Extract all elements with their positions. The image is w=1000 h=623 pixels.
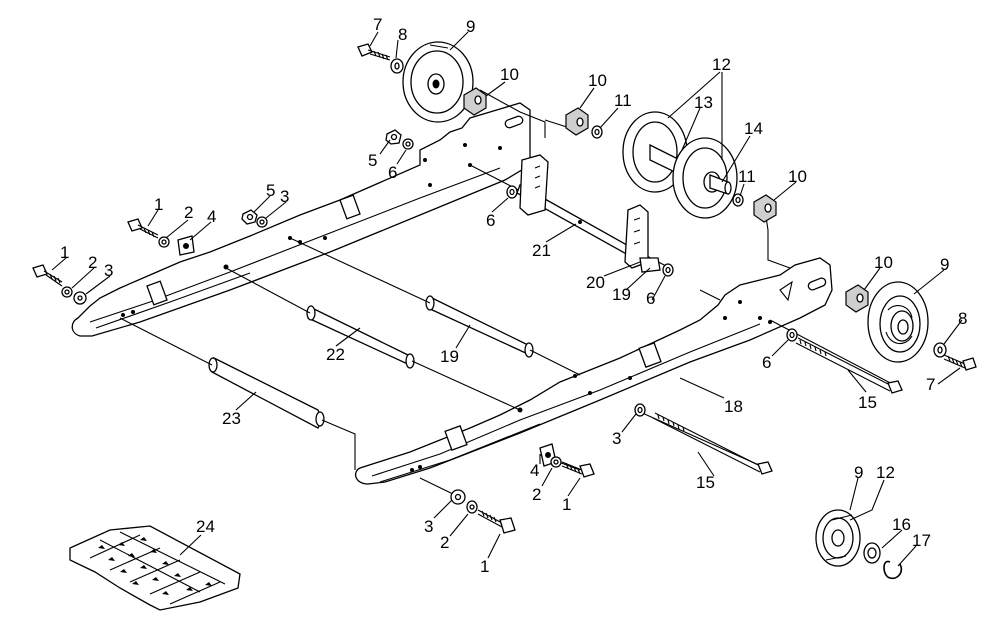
washer-11-a [591, 125, 603, 139]
bearing-16 [863, 542, 881, 564]
callout-3: 3 [424, 517, 433, 536]
callout-15: 15 [858, 393, 877, 412]
callout-1: 1 [154, 195, 163, 214]
callout-20: 20 [586, 273, 605, 292]
washer-6-upper [402, 138, 414, 150]
spacer-block-10-c [753, 194, 777, 223]
washer-3-mid [256, 216, 268, 228]
slider-plate-24 [69, 525, 241, 611]
washer-6-lower [786, 328, 798, 342]
callout-6: 6 [646, 289, 655, 308]
callout-4: 4 [207, 207, 216, 226]
spacer-block-10-a [463, 87, 487, 116]
callout-1: 1 [562, 495, 571, 514]
nut-5-mid [241, 209, 258, 225]
bolt-1-d [477, 509, 516, 534]
callout-3: 3 [280, 187, 289, 206]
washer-3-d [450, 489, 466, 505]
callout-19: 19 [612, 285, 631, 304]
bolt-7-lower [943, 354, 977, 371]
washer-11-b [732, 193, 744, 207]
callout-6: 6 [486, 211, 495, 230]
callout-5: 5 [266, 181, 275, 200]
callout-8: 8 [398, 25, 407, 44]
callout-2: 2 [440, 533, 449, 552]
washer-3-b [73, 291, 87, 305]
rear-idler-wheel [867, 281, 929, 363]
callout-5: 5 [368, 151, 377, 170]
long-bolt-15-upper [795, 337, 903, 394]
callout-10: 10 [500, 65, 519, 84]
leader-lines [51, 31, 963, 567]
long-bolt-15-lower [652, 412, 773, 475]
center-shaft-21 [516, 154, 661, 273]
callout-labels: 7 8 9 10 10 11 12 13 14 5 6 11 10 1 2 4 … [60, 15, 967, 576]
spacer-block-10-b [565, 107, 589, 136]
bolt-1-c [561, 461, 595, 478]
washer-6-mid [506, 185, 518, 199]
callout-11: 11 [614, 91, 632, 110]
bracket-4-a [177, 235, 195, 256]
left-rail [71, 102, 531, 337]
callout-10: 10 [788, 167, 807, 186]
callout-2: 2 [88, 253, 97, 272]
callout-1: 1 [480, 557, 489, 576]
callout-1: 1 [60, 243, 69, 262]
snap-ring-17 [883, 560, 903, 580]
callout-23: 23 [222, 409, 241, 428]
callout-3: 3 [104, 261, 113, 280]
dual-wheel-assembly [622, 111, 738, 219]
callout-21: 21 [532, 241, 551, 260]
bolt-1-a [127, 218, 159, 239]
callout-9: 9 [854, 463, 863, 482]
washer-3-c [634, 403, 646, 417]
callout-4: 4 [530, 461, 539, 480]
upper-idler-wheel [402, 41, 474, 123]
callout-10: 10 [588, 71, 607, 90]
callout-13: 13 [694, 93, 713, 112]
callout-3: 3 [612, 429, 621, 448]
callout-6: 6 [762, 353, 771, 372]
callout-2: 2 [184, 203, 193, 222]
right-rail [354, 257, 833, 485]
callout-2: 2 [532, 485, 541, 504]
washer-8-lower [933, 342, 947, 358]
cross-shaft-23 [208, 357, 325, 429]
cross-shaft-22 [306, 305, 415, 369]
callout-7: 7 [926, 375, 935, 394]
callout-12: 12 [876, 463, 895, 482]
callout-16: 16 [892, 515, 911, 534]
callout-6: 6 [388, 163, 397, 182]
callout-18: 18 [724, 397, 743, 416]
callout-9: 9 [940, 255, 949, 274]
spacer-block-10-d [845, 284, 869, 313]
washer-2-c [550, 456, 562, 468]
callout-14: 14 [744, 119, 763, 138]
callout-12: 12 [712, 55, 731, 74]
callout-11: 11 [738, 167, 756, 186]
washer-2-d [466, 500, 478, 514]
wheel-bearing-assembly [815, 509, 861, 567]
callout-7: 7 [373, 15, 382, 34]
callout-22: 22 [326, 345, 345, 364]
bolt-7-upper [357, 43, 391, 61]
callout-19: 19 [440, 347, 459, 366]
callout-17: 17 [912, 531, 931, 550]
callout-24: 24 [196, 517, 215, 536]
callout-15: 15 [696, 473, 715, 492]
bolt-1-b [32, 264, 63, 287]
callout-8: 8 [958, 309, 967, 328]
washer-6-shaft [662, 263, 674, 277]
callout-10: 10 [874, 253, 893, 272]
washer-2-b [61, 286, 73, 298]
washer-8-upper [390, 58, 404, 74]
callout-9: 9 [466, 17, 475, 36]
washer-2-a [158, 236, 170, 248]
